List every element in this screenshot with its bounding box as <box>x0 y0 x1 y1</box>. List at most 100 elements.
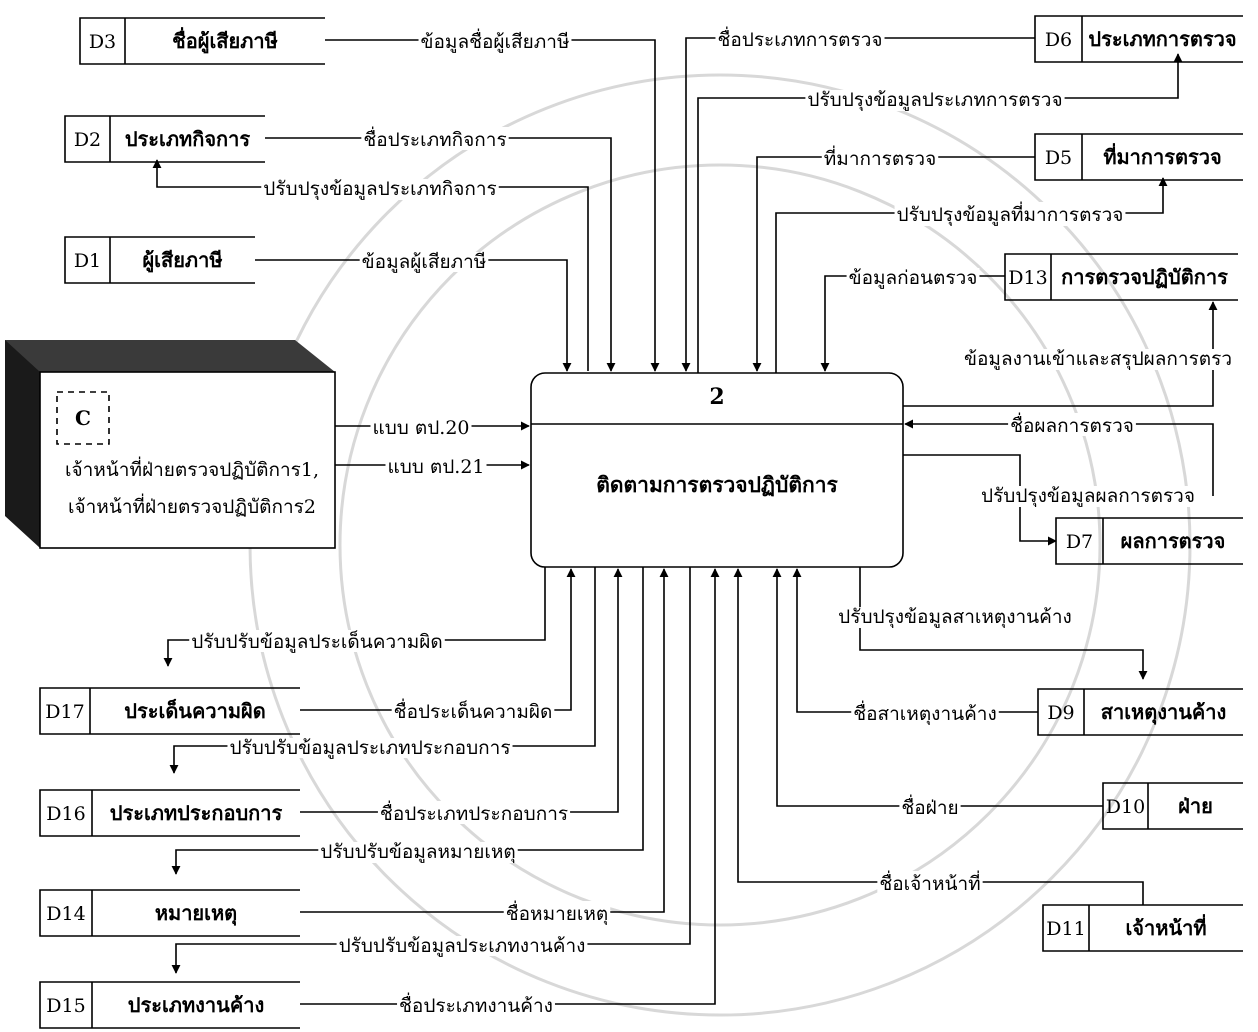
data-store-id: D2 <box>74 129 101 151</box>
data-store-name: หมายเหตุ <box>155 901 237 926</box>
flow-label-f-d14-up: ปรับปรับข้อมูลหมายเหตุ <box>320 841 515 864</box>
flow-label-f-d16-up: ปรับปรับข้อมูลประเภทประกอบการ <box>229 737 510 759</box>
flow-label-f-d11: ชื่อเจ้าหน้าที่ <box>879 870 980 895</box>
flow-label-f-d17-in: ชื่อประเด็นความผิด <box>394 698 553 723</box>
process-node[interactable]: 2 ติดตามการตรวจปฏิบัติการ <box>530 372 904 568</box>
flow-label-f-d7-in: ชื่อผลการตรวจ <box>1010 412 1134 437</box>
flow-label-f-d5-up: ปรับปรุงข้อมูลที่มาการตรวจ <box>897 201 1124 227</box>
flow-label-f-d15-in: ชื่อประเภทงานค้าง <box>399 992 553 1017</box>
entity-id: C <box>75 406 91 430</box>
data-store-id: D16 <box>46 803 85 825</box>
flow-label-backdrop <box>397 993 555 1016</box>
flow-label-f-d14-in: ชื่อหมายเหตุ <box>506 900 609 926</box>
data-store-id: D3 <box>89 31 116 53</box>
entity-name-line1: เจ้าหน้าที่ฝ่ายตรวจปฏิบัติการ1, <box>65 456 319 481</box>
flow-label-backdrop <box>336 936 588 956</box>
flow-label-backdrop <box>715 27 885 50</box>
flow-label-f-d6-in: ชื่อประเภทการตรวจ <box>717 26 882 51</box>
data-store-d5[interactable]: D5 ที่มาการตรวจ <box>1034 133 1243 181</box>
flow-label-f-d7-up: ปรับปรุงข้อมูลผลการตรวจ <box>981 485 1195 508</box>
flow-label-backdrop <box>261 179 499 200</box>
data-store-name: ประเด็นความผิด <box>124 698 265 723</box>
flow-label-backdrop <box>899 795 961 818</box>
data-store-id: D7 <box>1066 531 1093 553</box>
data-store-id: D13 <box>1008 267 1047 289</box>
data-store-name: ประเภทงานค้าง <box>128 993 264 1017</box>
flow-label-backdrop <box>962 349 1234 370</box>
flow-label-f-d2-up: ปรับปรุงข้อมูลประเภทกิจการ <box>263 178 496 201</box>
data-store-d15[interactable]: D15 ประเภทงานค้าง <box>39 981 300 1029</box>
flow-label-backdrop <box>805 90 1065 111</box>
data-store-id: D15 <box>46 995 85 1017</box>
data-store-id: D11 <box>1046 918 1085 940</box>
data-store-d3[interactable]: D3 ชื่อผู้เสียภาษี <box>79 17 325 65</box>
flow-label-f-d16-in: ชื่อประเภทประกอบการ <box>380 800 568 825</box>
data-store-id: D14 <box>46 903 85 925</box>
data-store-name: ผู้เสียภาษี <box>142 248 222 274</box>
flow-label-backdrop <box>851 701 999 725</box>
flow-label-f-d9-in: ชื่อสาเหตุงานค้าง <box>853 700 997 726</box>
data-store-d1[interactable]: D1 ผู้เสียภาษี <box>64 236 255 284</box>
flow-label-backdrop <box>846 268 980 288</box>
process-name: ติดตามการตรวจปฏิบัติการ <box>596 472 838 497</box>
flow-label-backdrop <box>189 630 445 652</box>
data-store-name: เจ้าหน้าที่ <box>1125 913 1206 940</box>
flow-label-backdrop <box>894 202 1126 226</box>
entity-name-line2: เจ้าหน้าที่ฝ่ายตรวจปฏิบัติการ2 <box>68 493 316 518</box>
flow-label-f-d17-up: ปรับปรับข้อมูลประเด็นความผิด <box>191 629 443 653</box>
data-store-id: D5 <box>1045 147 1072 169</box>
flow-label-backdrop <box>877 871 983 894</box>
flow-label-f-d2-in: ชื่อประเภทกิจการ <box>363 126 506 151</box>
flow-label-f-d1: ข้อมูลผู้เสียภาษี <box>362 251 487 273</box>
data-store-id: D6 <box>1045 29 1072 51</box>
flow-label-f-d13-up: ข้อมูลงานเข้าและสรุปผลการตรว <box>964 348 1232 371</box>
flow-label-backdrop <box>418 29 572 52</box>
flow-label-f-d5-in: ที่มาการตรวจ <box>824 145 936 170</box>
external-entity-node[interactable]: C เจ้าหน้าที่ฝ่ายตรวจปฏิบัติการ1, เจ้าหน… <box>5 340 336 549</box>
flow-label-backdrop <box>1008 413 1136 436</box>
process-id: 2 <box>709 384 724 410</box>
data-store-name: ประเภทกิจการ <box>125 127 251 151</box>
flow-label-backdrop <box>359 252 489 272</box>
flow-label-f-d3: ข้อมูลชื่อผู้เสียภาษี <box>421 28 570 53</box>
flow-label-backdrop <box>377 801 571 824</box>
data-store-id: D1 <box>74 250 101 272</box>
data-store-d10[interactable]: D10 ฝ่าย <box>1102 782 1243 830</box>
flow-label-backdrop <box>227 738 513 758</box>
data-store-d14[interactable]: D14 หมายเหตุ <box>39 889 300 937</box>
flow-label-backdrop <box>979 486 1197 507</box>
flow-label-backdrop <box>391 699 555 722</box>
flow-label-f-ent-20: แบบ ตป.20 <box>372 417 469 439</box>
flow-label-f-d15-up: ปรับปรับข้อมูลประเภทงานค้าง <box>339 935 586 957</box>
data-store-name: สาเหตุงานค้าง <box>1101 700 1227 725</box>
data-store-name: ผลการตรวจ <box>1121 529 1226 553</box>
flow-label-backdrop <box>385 457 487 477</box>
flow-label-f-ent-21: แบบ ตป.21 <box>387 456 484 478</box>
flow-label-f-d13-in: ข้อมูลก่อนตรวจ <box>849 267 978 289</box>
data-store-name: ประเภทประกอบการ <box>110 801 283 825</box>
flow-label-f-d10: ชื่อฝ่าย <box>901 794 958 819</box>
data-store-name: ฝ่าย <box>1178 794 1213 818</box>
data-store-id: D10 <box>1106 796 1145 818</box>
data-store-d16[interactable]: D16 ประเภทประกอบการ <box>39 789 300 837</box>
data-store-d2[interactable]: D2 ประเภทกิจการ <box>64 115 265 163</box>
flow-label-f-d6-up: ปรับปรุงข้อมูลประเภทการตรวจ <box>807 89 1062 112</box>
data-store-name: ประเภทการตรวจ <box>1088 27 1236 51</box>
data-store-name: ที่มาการตรวจ <box>1103 142 1221 169</box>
data-store-d6[interactable]: D6 ประเภทการตรวจ <box>1034 15 1243 63</box>
flow-label-f-d9-up: ปรับปรุงข้อมูลสาเหตุงานค้าง <box>838 606 1072 629</box>
data-store-d9[interactable]: D9 สาเหตุงานค้าง <box>1037 688 1243 736</box>
flow-label-backdrop <box>318 842 518 863</box>
data-store-d11[interactable]: D11 เจ้าหน้าที่ <box>1042 904 1243 952</box>
flow-label-backdrop <box>836 607 1074 628</box>
data-store-d13[interactable]: D13 การตรวจปฏิบัติการ <box>1004 253 1238 301</box>
data-store-name: ชื่อผู้เสียภาษี <box>172 26 278 55</box>
data-store-name: การตรวจปฏิบัติการ <box>1061 265 1228 289</box>
flow-label-backdrop <box>503 901 611 925</box>
data-store-id: D9 <box>1047 702 1074 724</box>
data-store-id: D17 <box>45 701 84 723</box>
data-store-d17[interactable]: D17 ประเด็นความผิด <box>39 687 300 735</box>
flow-label-backdrop <box>821 146 939 169</box>
data-store-d7[interactable]: D7 ผลการตรวจ <box>1055 517 1243 565</box>
